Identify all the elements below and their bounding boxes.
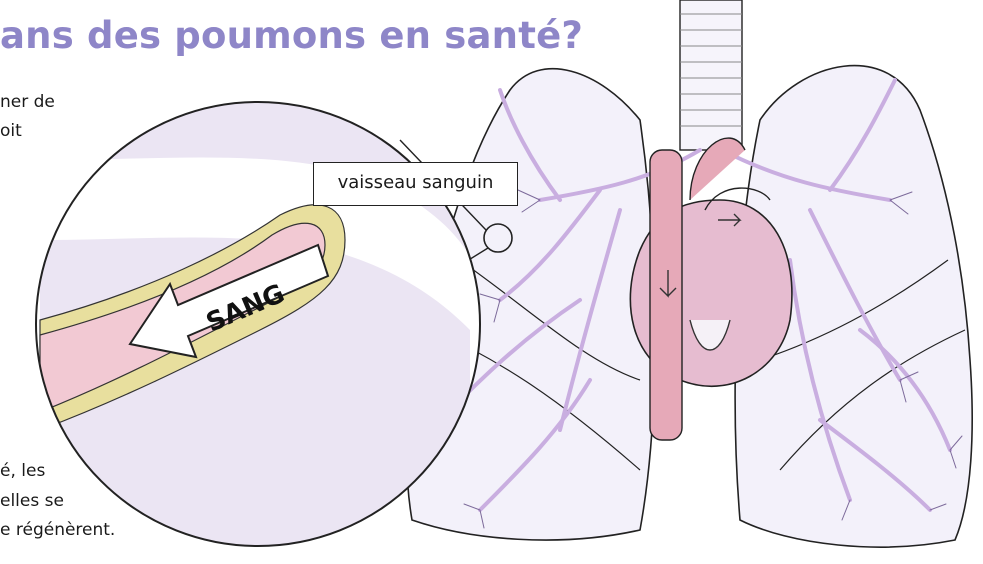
vena-cava — [650, 150, 682, 440]
intro-line-2: oit — [0, 121, 22, 142]
outro-line-2: elles se — [0, 491, 64, 512]
outro-line-3: e régénèrent. — [0, 520, 115, 541]
intro-line-1: ner de — [0, 92, 55, 113]
vessel-label: vaisseau sanguin — [313, 162, 518, 206]
outro-line-1: é, les — [0, 461, 45, 482]
trachea — [680, 0, 742, 150]
page-title: ans des poumons en santé? — [0, 14, 583, 57]
